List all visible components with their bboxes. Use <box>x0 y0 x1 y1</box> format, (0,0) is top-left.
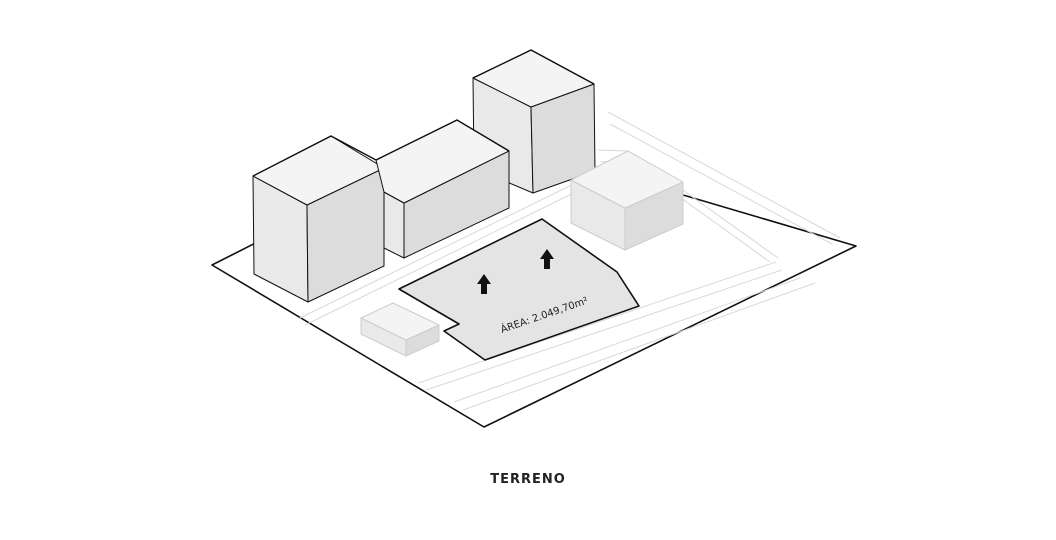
building-middle-block <box>375 119 510 259</box>
up-arrow-icon <box>540 249 554 269</box>
building-small-front <box>360 302 440 357</box>
building-tower-left <box>252 135 385 303</box>
diagram-caption: TERRENO <box>490 472 566 487</box>
up-arrow-icon <box>477 274 491 294</box>
plot-area <box>398 218 640 361</box>
building-low-right <box>570 150 684 251</box>
